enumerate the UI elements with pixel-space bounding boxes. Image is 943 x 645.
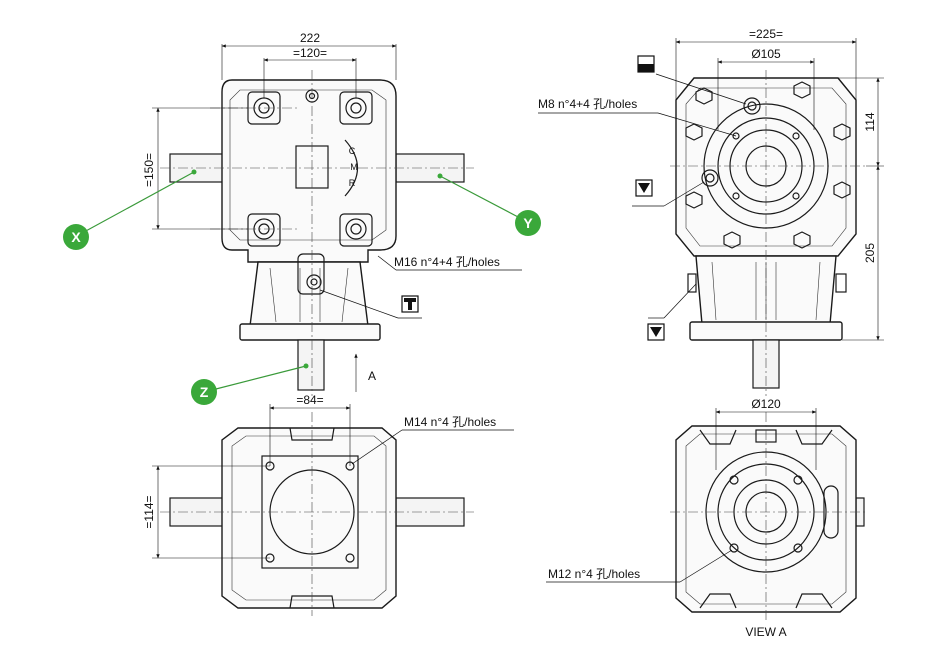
bottom-housing <box>221 427 397 609</box>
shaft-y-label: Y <box>523 215 533 231</box>
dim-side-diameter: Ø105 <box>751 47 781 61</box>
shaft-x-label: X <box>71 229 81 245</box>
side-hex-bolts <box>685 81 851 249</box>
bottom-view: =84= =114= M14 n°4 孔/holes <box>142 393 514 616</box>
callout-m14: M14 n°4 孔/holes <box>404 415 496 429</box>
dim-front-width: 222 <box>300 31 320 45</box>
front-view: C M R 222 =120= =150= M16 n°4+4 孔/holes <box>142 31 522 396</box>
side-view: =225= Ø105 114 205 M8 n°4+4 孔/holes <box>538 27 884 396</box>
dim-front-height: =150= <box>142 153 156 187</box>
view-a-title: VIEW A <box>745 625 786 639</box>
dim-view-a-diameter: Ø120 <box>751 397 781 411</box>
shaft-z-badge <box>191 379 217 405</box>
callout-m12: M12 n°4 孔/holes <box>548 567 640 581</box>
level-plug-icon <box>635 179 653 197</box>
callout-m8: M8 n°4+4 孔/holes <box>538 97 637 111</box>
drain-plug-icon <box>647 323 665 341</box>
front-housing <box>221 79 397 263</box>
shaft-y-badge <box>515 210 541 236</box>
shaft-z <box>297 339 325 391</box>
svg-text:R: R <box>349 178 356 188</box>
dim-bottom-spacing: =84= <box>296 393 323 407</box>
svg-text:M: M <box>350 162 358 172</box>
front-flange <box>239 323 381 341</box>
arrow-a-label: A <box>368 369 376 383</box>
dim-bottom-height: =114= <box>142 495 156 528</box>
shaft-badges: X Y Z <box>63 169 541 405</box>
view-a: Ø120 M12 n°4 孔/holes VIEW A <box>546 397 866 639</box>
callout-m16: M16 n°4+4 孔/holes <box>394 255 500 269</box>
shaft-z-label: Z <box>200 384 209 400</box>
filler-plug-icon <box>401 295 419 313</box>
breather-plug-icon <box>637 55 655 73</box>
dim-side-total-height: 205 <box>863 243 877 263</box>
dim-side-top-height: 114 <box>863 112 877 131</box>
dim-front-top-spacing: =120= <box>293 46 327 60</box>
dim-side-width: =225= <box>749 27 783 41</box>
shaft-x-badge <box>63 224 89 250</box>
svg-text:C: C <box>349 146 356 156</box>
cmr-logo: C M R <box>349 146 358 188</box>
front-bolt-holes <box>247 89 373 247</box>
